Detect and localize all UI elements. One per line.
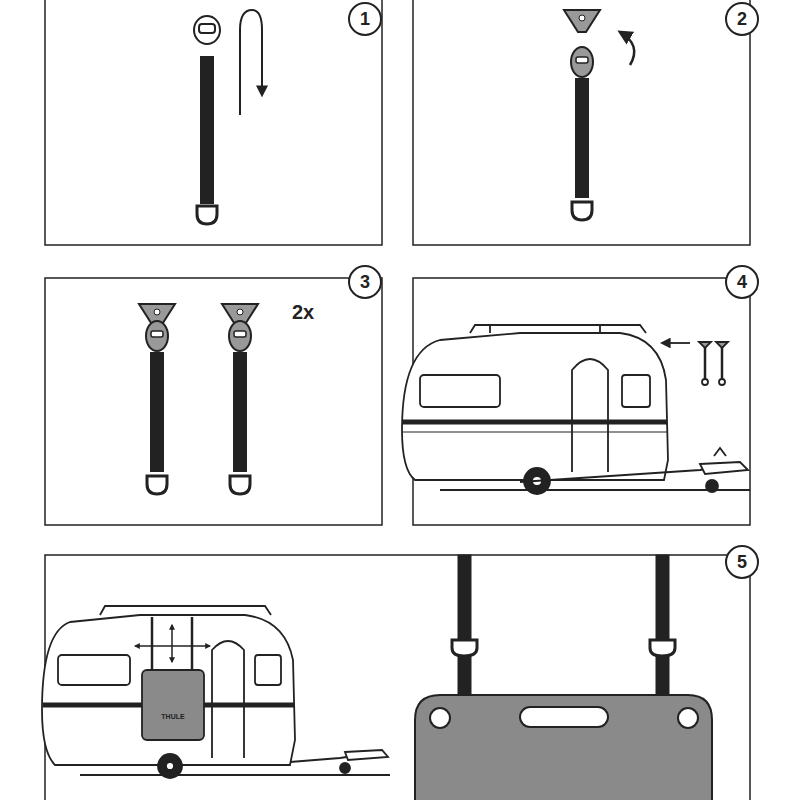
callout-number: 4 (737, 273, 747, 291)
callout-number: 5 (737, 553, 747, 571)
callout-circle: 1 (348, 2, 382, 36)
callout-number: 2 (737, 10, 747, 28)
callout-circle: 4 (725, 265, 759, 299)
callout-circle: 3 (348, 265, 382, 299)
callout-circle: 2 (725, 2, 759, 36)
callout-circle: 5 (725, 545, 759, 579)
brand-label: THULE (161, 713, 184, 720)
callout-number: 1 (360, 10, 370, 28)
callout-number: 3 (360, 273, 370, 291)
quantity-label: 2x (292, 302, 314, 322)
